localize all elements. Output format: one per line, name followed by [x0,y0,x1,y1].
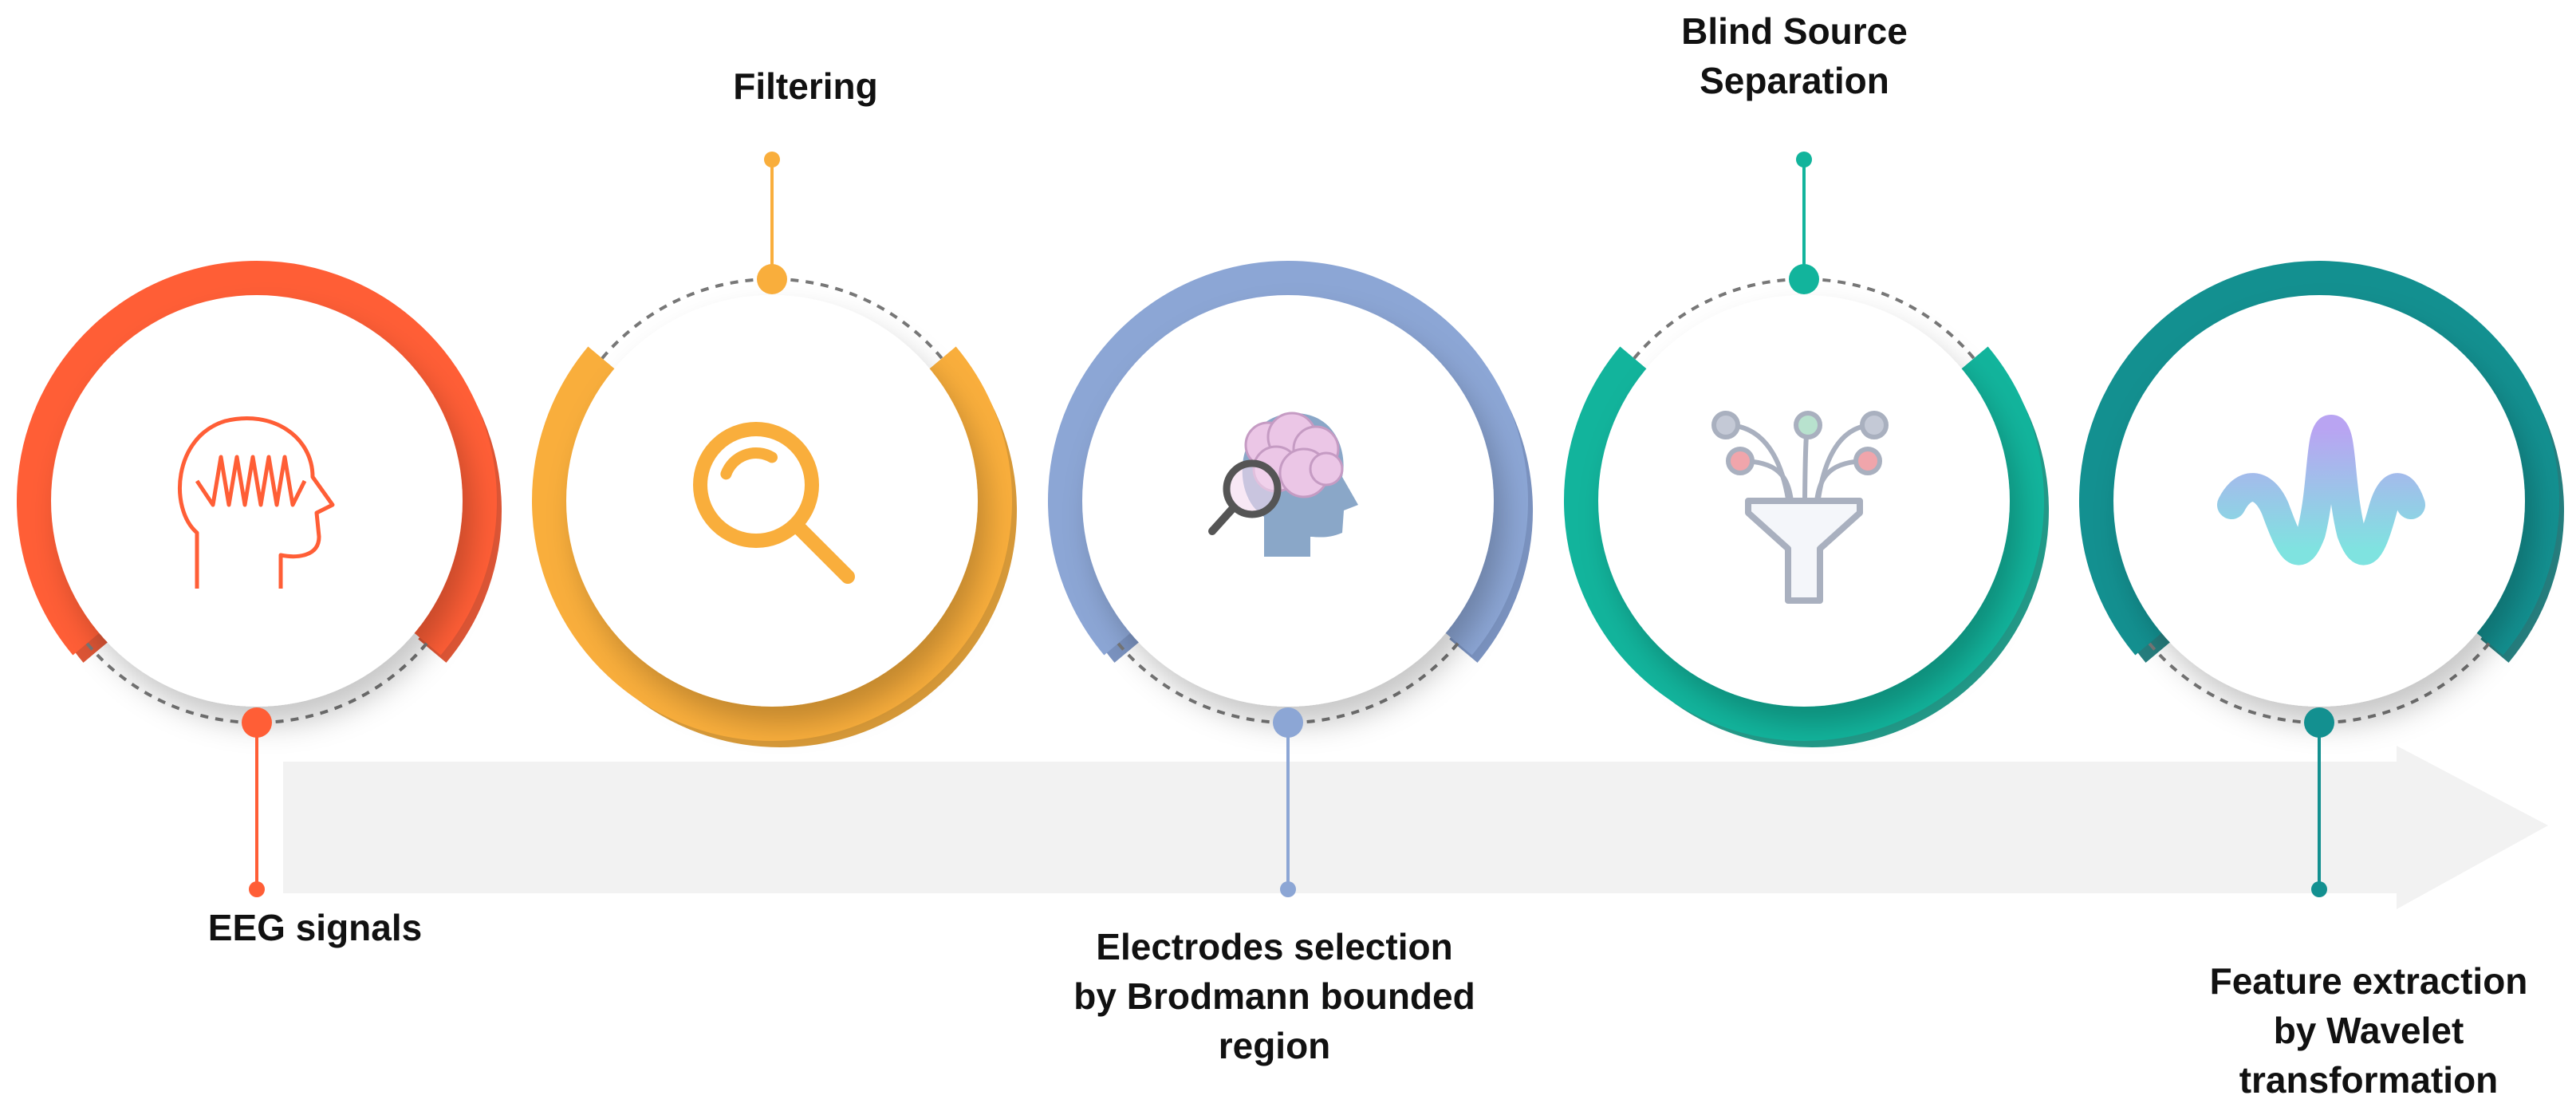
step-label-5: Feature extraction by Wavelet transformati… [2210,956,2528,1105]
label-line: region [1218,1025,1331,1066]
head-with-brainwave-icon [177,416,335,589]
label-line: transformation [2239,1059,2499,1101]
connector-end-dot [1280,881,1296,897]
label-line: Separation [1700,60,1889,101]
step-5 [2079,261,2564,897]
ring-arc [1048,261,1528,656]
connector-end-dot [2311,881,2327,897]
label-line: by Brodmann bounded [1073,975,1475,1017]
step-label-2: Filtering [733,61,877,111]
step-disc [566,295,978,707]
step-2 [532,152,1017,747]
step-label-3: Electrodes selection by Brodmann bounded r… [1073,922,1475,1070]
label-line: Blind Source [1681,10,1908,52]
connector-dot [757,264,787,294]
ring-arc [1564,346,2044,741]
ring-arc [17,261,497,656]
step-3 [1048,261,1533,897]
label-line: by Wavelet [2273,1010,2464,1051]
label-line: Feature extraction [2209,960,2528,1002]
connector-dot [2304,707,2334,738]
label-line: Filtering [733,65,878,107]
ring-arc [2079,261,2559,656]
step-label-1: EEG signals [208,903,422,952]
step-disc [51,295,463,707]
brain-inspection-icon [1208,412,1358,557]
filter-funnel-icon [1711,411,1889,604]
connector-end-dot [249,881,265,897]
wavelet-icon [2217,415,2425,565]
ring-arc [532,346,1012,741]
connector-dot [242,707,272,738]
magnifier-icon [693,422,855,584]
process-arrow [283,746,2548,909]
label-line: Electrodes selection [1096,926,1453,967]
label-line: EEG signals [207,907,423,948]
connector-dot [1273,707,1303,738]
step-4 [1564,152,2049,747]
connector-end-dot [764,152,780,167]
connector-dot [1789,264,1819,294]
step-1 [17,261,502,897]
connector-end-dot [1796,152,1812,167]
